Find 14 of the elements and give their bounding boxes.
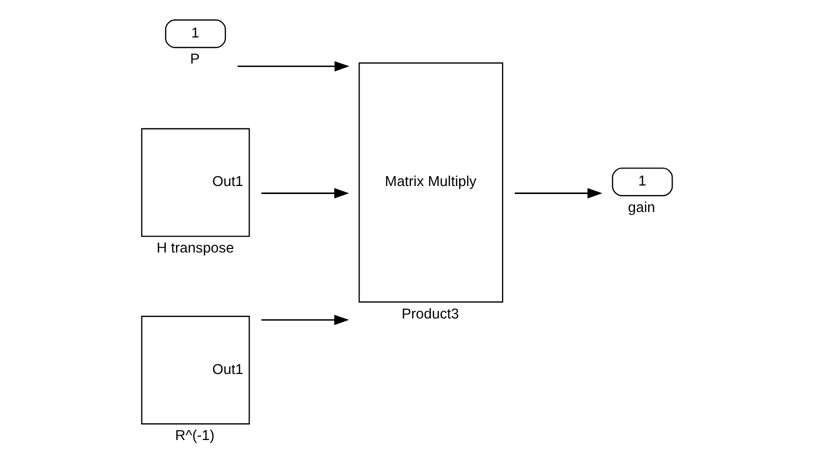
node-box: Out1 bbox=[141, 128, 250, 237]
node-label: gain bbox=[628, 200, 656, 216]
node-label: Product3 bbox=[402, 306, 459, 322]
node-label: R^(-1) bbox=[175, 428, 215, 444]
node-box: Matrix Multiply bbox=[358, 62, 504, 303]
node-box: 1 bbox=[165, 19, 226, 48]
arrow bbox=[261, 188, 350, 198]
node-box: 1 bbox=[612, 168, 673, 196]
arrow bbox=[514, 188, 602, 198]
node-label: P bbox=[190, 52, 200, 68]
node-box: Out1 bbox=[141, 316, 250, 424]
node-label: H transpose bbox=[156, 240, 234, 257]
arrow bbox=[261, 314, 350, 326]
arrow bbox=[238, 61, 350, 72]
